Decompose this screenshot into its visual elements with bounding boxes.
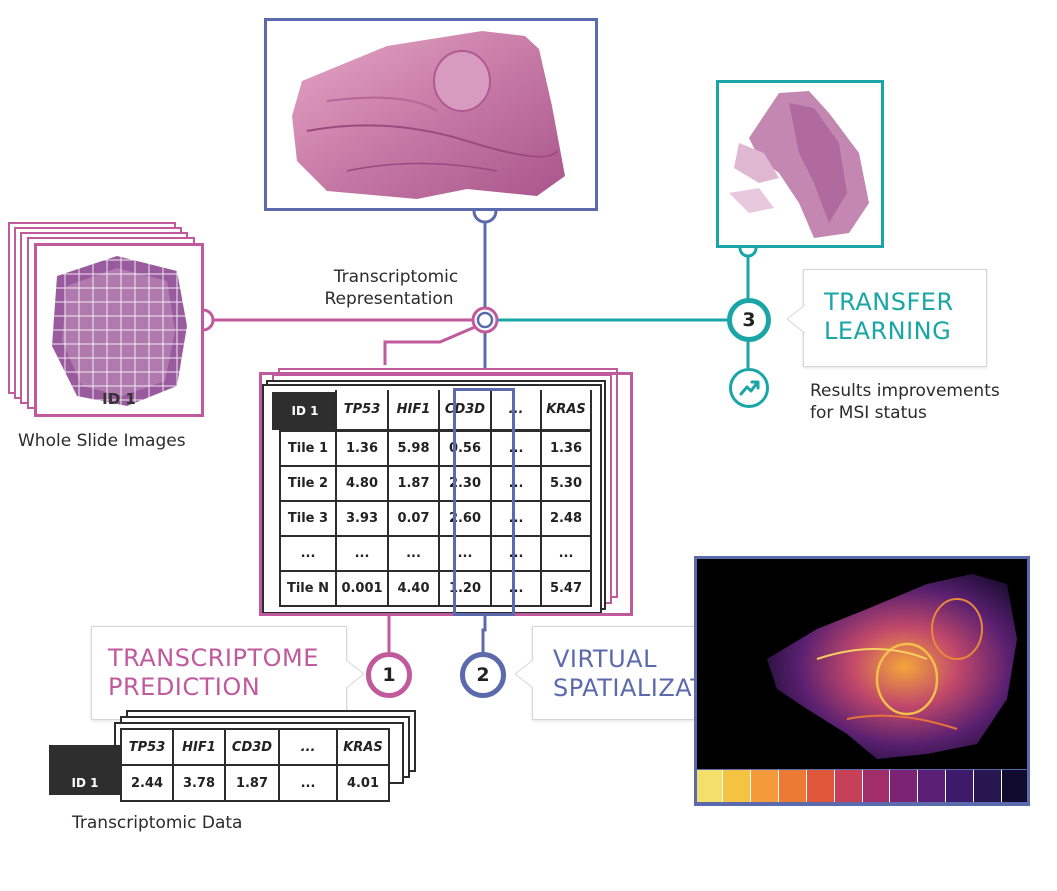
table-cell: 0.56 — [438, 430, 492, 467]
right-slide-image — [716, 80, 884, 248]
colorbar-swatch — [805, 770, 834, 802]
gene-header: CD3D — [224, 728, 280, 766]
transcriptome-callout-pointer — [346, 660, 364, 688]
transfer-learning-title: TRANSFER LEARNING — [824, 288, 954, 346]
gene-header: TP53 — [335, 390, 389, 431]
whole-slide-images-label: Whole Slide Images — [18, 431, 186, 451]
step-3-badge: 3 — [727, 298, 771, 342]
table-cell: 1.36 — [335, 430, 389, 467]
colorbar-swatch — [833, 770, 862, 802]
table-cell: ... — [490, 570, 542, 607]
colorbar-swatch — [945, 770, 974, 802]
tile-level-table: TP53 HIF1 CD3D ... KRAS — [335, 390, 592, 431]
colorbar-swatch — [1001, 770, 1027, 802]
transfer-learning-line2: LEARNING — [824, 317, 952, 345]
top-slide-image — [264, 18, 598, 211]
table-cell: 1.36 — [540, 430, 592, 467]
wsi-id-label: ID 1 — [102, 390, 136, 408]
table-cell: 1.87 — [224, 764, 280, 802]
table-cell: 0.07 — [387, 500, 440, 537]
transcriptomic-data-label: Transcriptomic Data — [72, 813, 243, 833]
tile-table-frame — [259, 372, 633, 616]
table-cell: 5.98 — [387, 430, 440, 467]
slide-level-table: TP53 HIF1 CD3D ... KRAS 2.44 3.78 1.87 .… — [120, 728, 390, 802]
table-cell: 4.80 — [335, 465, 389, 502]
transcriptomic-representation-line2: Representation — [324, 289, 454, 309]
row-label: Tile 3 — [279, 500, 337, 537]
step-1-badge: 1 — [366, 652, 412, 698]
colorbar-swatch — [749, 770, 778, 802]
spatial-heatmap-image — [694, 556, 1030, 806]
colorbar-swatch — [861, 770, 890, 802]
colorbar-swatch — [777, 770, 806, 802]
table-cell: 0.001 — [335, 570, 389, 607]
table-cell: 2.48 — [540, 500, 592, 537]
step-2-badge: 2 — [460, 652, 506, 698]
table-cell: 4.01 — [336, 764, 390, 802]
heatmap-colorbar — [697, 769, 1027, 803]
trending-up-icon — [729, 368, 769, 408]
table-cell: 2.60 — [438, 500, 492, 537]
row-label: Tile 1 — [279, 430, 337, 467]
row-label: Tile 2 — [279, 465, 337, 502]
table-cell: ... — [490, 535, 542, 572]
transfer-learning-callout: TRANSFER LEARNING — [803, 269, 987, 367]
transcriptome-prediction-callout: TRANSCRIPTOME PREDICTION — [91, 626, 347, 720]
gene-header: TP53 — [120, 728, 174, 766]
table-cell: 2.44 — [120, 764, 174, 802]
row-label: ... — [279, 535, 337, 572]
tile-table-corner: ID 1 — [272, 392, 338, 430]
table-cell: ... — [278, 764, 338, 802]
table-cell: 3.78 — [172, 764, 226, 802]
colorbar-swatch — [889, 770, 918, 802]
table-cell: ... — [540, 535, 592, 572]
colorbar-swatch — [721, 770, 750, 802]
transfer-callout-pointer — [787, 305, 805, 333]
transcriptome-prediction-line2: PREDICTION — [108, 673, 261, 701]
table-cell: 4.40 — [387, 570, 440, 607]
gene-header: HIF1 — [172, 728, 226, 766]
colorbar-swatch — [697, 770, 722, 802]
tile-level-table-body: Tile 1 1.36 5.98 0.56 ... 1.36 Tile 2 4.… — [279, 430, 592, 607]
results-line2: for MSI status — [810, 403, 927, 423]
transcriptome-prediction-title: TRANSCRIPTOME PREDICTION — [108, 644, 319, 702]
gene-header: KRAS — [336, 728, 390, 766]
transfer-learning-line1: TRANSFER — [824, 288, 954, 316]
slide-table-corner: ID 1 — [49, 745, 121, 795]
cd3d-column-highlight — [453, 388, 515, 616]
transcriptomic-representation-label: Transcriptomic Representation — [306, 266, 486, 310]
transcriptome-prediction-line1: TRANSCRIPTOME — [108, 644, 319, 672]
table-cell: 1.20 — [438, 570, 492, 607]
colorbar-swatch — [973, 770, 1002, 802]
gene-header: HIF1 — [387, 390, 440, 431]
table-cell: ... — [387, 535, 440, 572]
gene-header: CD3D — [438, 390, 492, 431]
table-cell: ... — [335, 535, 389, 572]
spatialization-callout-pointer — [515, 660, 533, 688]
table-cell: 2.30 — [438, 465, 492, 502]
table-cell: ... — [490, 500, 542, 537]
virtual-spatialization-line1: VIRTUAL — [553, 645, 657, 673]
table-cell: 3.93 — [335, 500, 389, 537]
table-cell: 5.47 — [540, 570, 592, 607]
results-line1: Results improvements — [810, 381, 1000, 401]
gene-header: ... — [278, 728, 338, 766]
table-cell: 1.87 — [387, 465, 440, 502]
row-label: Tile N — [279, 570, 337, 607]
colorbar-swatch — [917, 770, 946, 802]
table-cell: 5.30 — [540, 465, 592, 502]
table-cell: ... — [438, 535, 492, 572]
whole-slide-image: ID 1 — [34, 243, 204, 417]
results-improvements-label: Results improvements for MSI status — [810, 380, 1000, 424]
table-cell: ... — [490, 430, 542, 467]
gene-header: KRAS — [540, 390, 592, 431]
transcriptomic-representation-line1: Transcriptomic — [333, 267, 459, 287]
